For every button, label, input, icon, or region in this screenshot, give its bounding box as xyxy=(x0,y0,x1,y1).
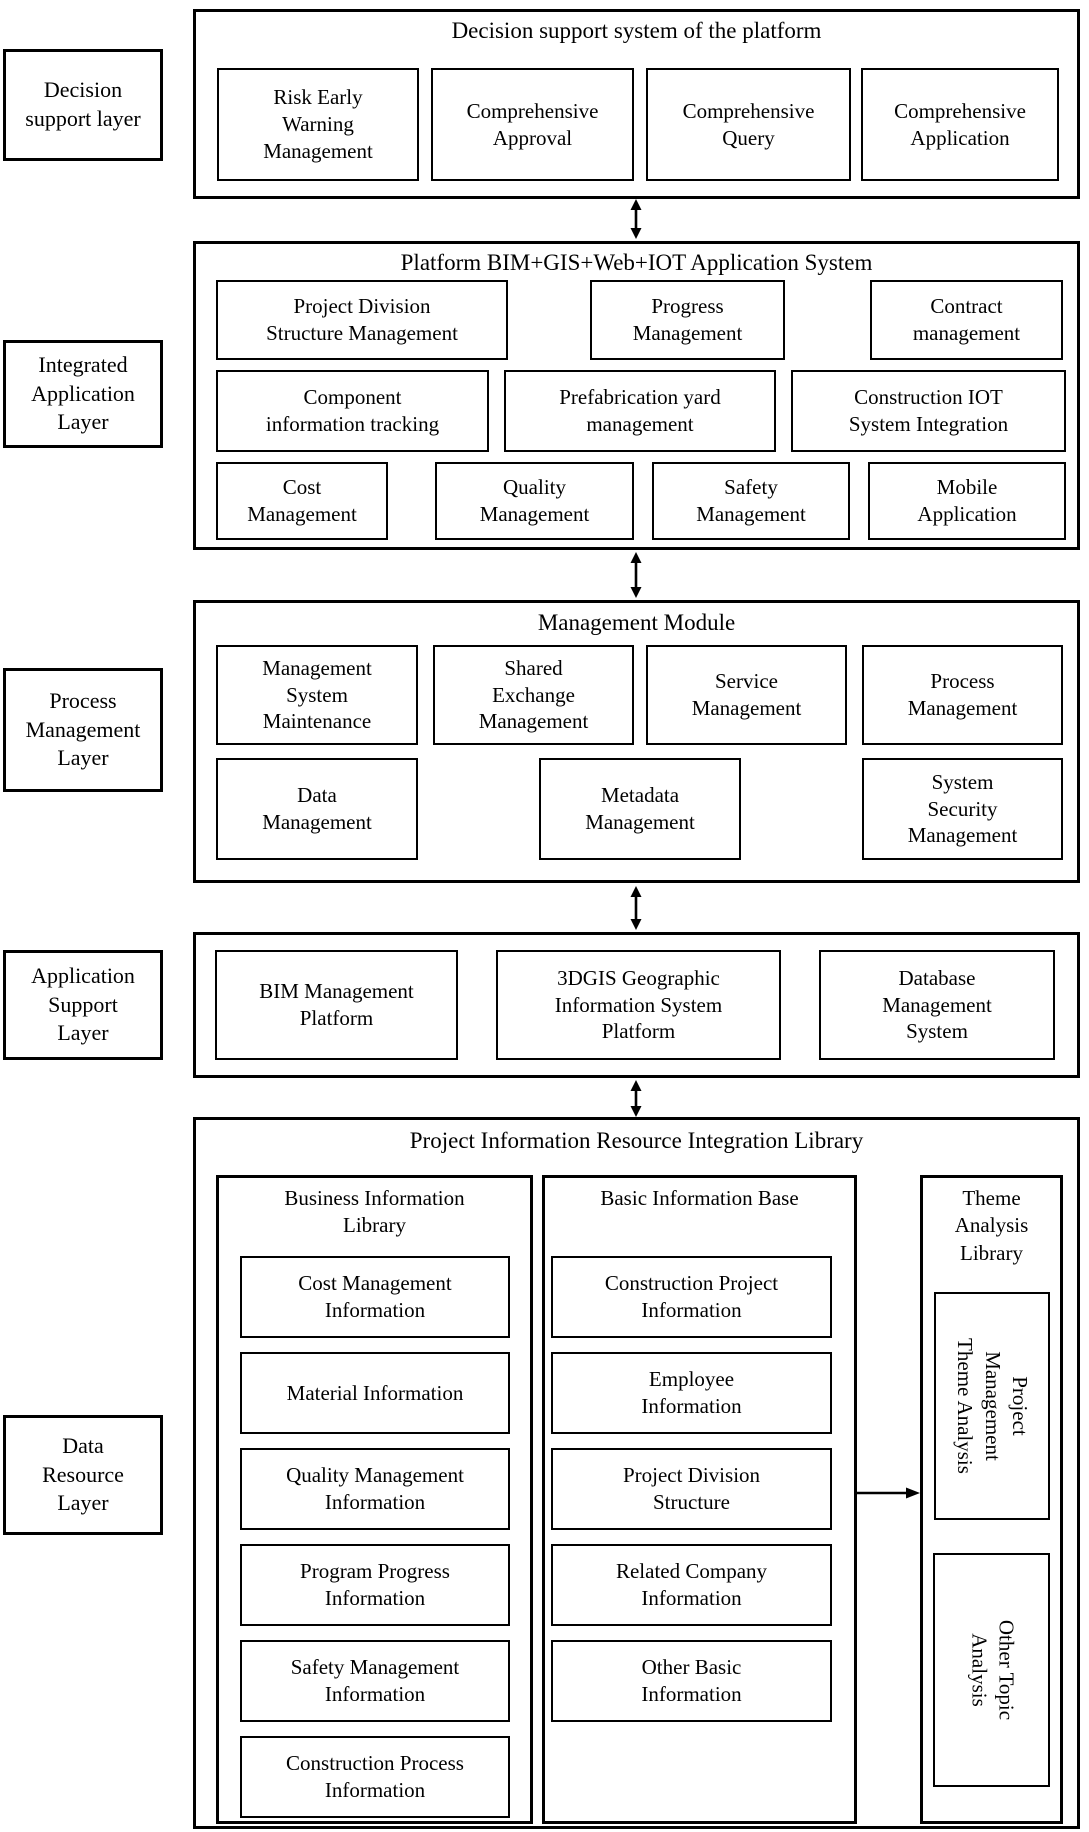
module-box-component-information-tracking: Component information tracking xyxy=(216,370,489,452)
info-box-employee-information: Employee Information xyxy=(551,1352,832,1434)
application-section-title: Platform BIM+GIS+Web+IOT Application Sys… xyxy=(400,250,873,275)
module-box-process-management: Process Management xyxy=(862,645,1063,745)
management-section-title: Management Module xyxy=(537,610,736,635)
info-box-other-topic-analysis: Other Topic Analysis xyxy=(933,1553,1050,1787)
module-box-risk-early-warning-management: Risk Early Warning Management xyxy=(217,68,419,181)
info-box-material-information: Material Information xyxy=(240,1352,510,1434)
module-box-construction-iot-system-integration: Construction IOT System Integration xyxy=(791,370,1066,452)
layer-label-data-resource: Data Resource Layer xyxy=(3,1415,163,1535)
module-box-shared-exchange-management: Shared Exchange Management xyxy=(433,645,634,745)
theme-library-title: Theme Analysis Library xyxy=(954,1186,1029,1265)
info-box-program-progress-information: Program Progress Information xyxy=(240,1544,510,1626)
info-box-construction-process-information: Construction Process Information xyxy=(240,1736,510,1818)
module-box-system-security-management: System Security Management xyxy=(862,758,1063,860)
bidirectional-arrow-icon xyxy=(628,552,644,598)
module-box-prefabrication-yard-management: Prefabrication yard management xyxy=(504,370,776,452)
module-box-cost-management: Cost Management xyxy=(216,462,388,540)
info-box-quality-management-information: Quality Management Information xyxy=(240,1448,510,1530)
module-box-metadata-management: Metadata Management xyxy=(539,758,741,860)
bidirectional-arrow-icon xyxy=(628,886,644,930)
bidirectional-arrow-icon xyxy=(628,1080,644,1117)
layer-label-application-support: Application Support Layer xyxy=(3,950,163,1060)
module-box-service-management: Service Management xyxy=(646,645,847,745)
module-box-comprehensive-approval: Comprehensive Approval xyxy=(431,68,634,181)
module-box-progress-management: Progress Management xyxy=(590,280,785,360)
module-box-3dgis-platform: 3DGIS Geographic Information System Plat… xyxy=(496,950,781,1060)
layer-label-process-management: Process Management Layer xyxy=(3,668,163,792)
data-section-title: Project Information Resource Integration… xyxy=(409,1128,864,1153)
rotated-text: Other Topic Analysis xyxy=(966,1619,1018,1721)
module-box-bim-management-platform: BIM Management Platform xyxy=(215,950,458,1060)
right-arrow-icon xyxy=(856,1486,920,1500)
layer-label-decision-support: Decision support layer xyxy=(3,49,163,161)
info-box-related-company-information: Related Company Information xyxy=(551,1544,832,1626)
business-library-title: Business Information Library xyxy=(284,1186,465,1238)
info-box-project-division-structure: Project Division Structure xyxy=(551,1448,832,1530)
module-box-quality-management: Quality Management xyxy=(435,462,634,540)
module-box-contract-management: Contract management xyxy=(870,280,1063,360)
module-box-data-management: Data Management xyxy=(216,758,418,860)
bidirectional-arrow-icon xyxy=(628,199,644,239)
info-box-project-management-theme-analysis: Project Management Theme Analysis xyxy=(934,1292,1050,1520)
module-box-database-management-system: Database Management System xyxy=(819,950,1055,1060)
basic-base-title: Basic Information Base xyxy=(600,1186,799,1210)
module-box-mobile-application: Mobile Application xyxy=(868,462,1066,540)
info-box-cost-management-information: Cost Management Information xyxy=(240,1256,510,1338)
info-box-safety-management-information: Safety Management Information xyxy=(240,1640,510,1722)
info-box-other-basic-information: Other Basic Information xyxy=(551,1640,832,1722)
rotated-text: Project Management Theme Analysis xyxy=(953,1338,1032,1474)
module-box-comprehensive-query: Comprehensive Query xyxy=(646,68,851,181)
layer-label-integrated-application: Integrated Application Layer xyxy=(3,340,163,448)
decision-section-title: Decision support system of the platform xyxy=(451,18,822,43)
module-box-comprehensive-application: Comprehensive Application xyxy=(861,68,1059,181)
info-box-construction-project-information: Construction Project Information xyxy=(551,1256,832,1338)
module-box-management-system-maintenance: Management System Maintenance xyxy=(216,645,418,745)
module-box-safety-management: Safety Management xyxy=(652,462,850,540)
module-box-project-division-structure-management: Project Division Structure Management xyxy=(216,280,508,360)
